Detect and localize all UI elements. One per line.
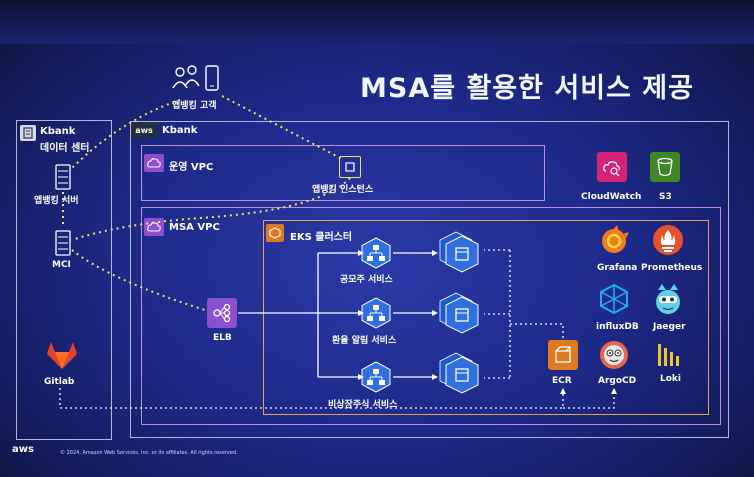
msa-vpc-label: MSA VPC xyxy=(169,222,220,233)
elb-icon xyxy=(207,298,237,328)
influxdb-icon xyxy=(598,283,630,319)
customer-group-icon xyxy=(172,64,222,98)
fx-alert-service-icon xyxy=(360,297,392,333)
gitlab-label: Gitlab xyxy=(44,377,75,387)
argocd-icon xyxy=(598,340,630,376)
tool-label-loki: Loki xyxy=(660,374,681,384)
ipo-service-icon xyxy=(360,237,392,273)
pod-group-1-icon xyxy=(436,230,482,278)
ecr-label: ECR xyxy=(552,376,572,386)
tool-label-grafana: Grafana xyxy=(597,263,638,273)
service-label-fx-alert: 환율 알림 서비스 xyxy=(332,336,397,346)
msa-vpc-icon xyxy=(144,218,164,236)
app-server-label: 앱뱅킹 서버 xyxy=(34,196,79,206)
kbank-dc-label-line1: Kbank xyxy=(40,126,76,137)
aws-tag: aws xyxy=(131,122,157,138)
vpc-icon xyxy=(144,154,164,172)
aws-tag-text: aws xyxy=(135,125,153,135)
copyright-footer: © 2024, Amazon Web Services, Inc. or its… xyxy=(60,450,238,456)
service-label-unlisted-stock: 비상장주식 서비스 xyxy=(328,400,398,410)
tool-label-influxdb: influxDB xyxy=(596,322,639,332)
slide-title: MSA를 활용한 서비스 제공 xyxy=(360,73,694,104)
kbank-dc-label-line2: 데이터 센터 xyxy=(40,143,90,154)
pod-group-3-icon xyxy=(436,351,482,399)
instance-chip-icon xyxy=(339,156,361,178)
tool-label-prometheus: Prometheus xyxy=(641,263,703,273)
app-server-icon xyxy=(55,164,71,194)
eks-label: EKS 클러스터 xyxy=(290,232,353,243)
ecr-icon xyxy=(548,340,578,370)
tool-label-cloudwatch: CloudWatch xyxy=(581,192,642,202)
service-label-ipo: 공모주 서비스 xyxy=(340,275,393,285)
msa-vpc-box xyxy=(141,207,721,425)
pod-group-2-icon xyxy=(436,291,482,339)
customer-label: 앱뱅킹 고객 xyxy=(172,101,217,111)
tool-label-argocd: ArgoCD xyxy=(598,376,637,386)
mci-label: MCI xyxy=(52,260,71,270)
aws-logo: aws xyxy=(12,444,34,455)
loki-icon xyxy=(656,342,680,372)
mci-server-icon xyxy=(55,230,71,260)
ops-vpc-label: 운영 VPC xyxy=(169,162,214,173)
tool-label-jaeger: Jaeger xyxy=(653,322,686,332)
app-instance-label: 앱뱅킹 인스턴스 xyxy=(312,185,374,195)
eks-icon xyxy=(266,224,284,242)
eks-cluster-box xyxy=(263,220,709,415)
grafana-icon xyxy=(598,224,630,261)
cloudwatch-icon xyxy=(597,152,627,182)
prometheus-icon xyxy=(652,224,684,260)
tool-label-s3: S3 xyxy=(659,192,672,202)
datacenter-icon xyxy=(20,125,36,141)
elb-label: ELB xyxy=(213,333,232,343)
top-band xyxy=(0,0,754,44)
gitlab-icon xyxy=(45,340,79,374)
unlisted-stock-service-icon xyxy=(360,361,392,397)
s3-icon xyxy=(650,152,680,182)
jaeger-icon xyxy=(652,282,684,320)
aws-cloud-label: Kbank xyxy=(162,125,198,136)
